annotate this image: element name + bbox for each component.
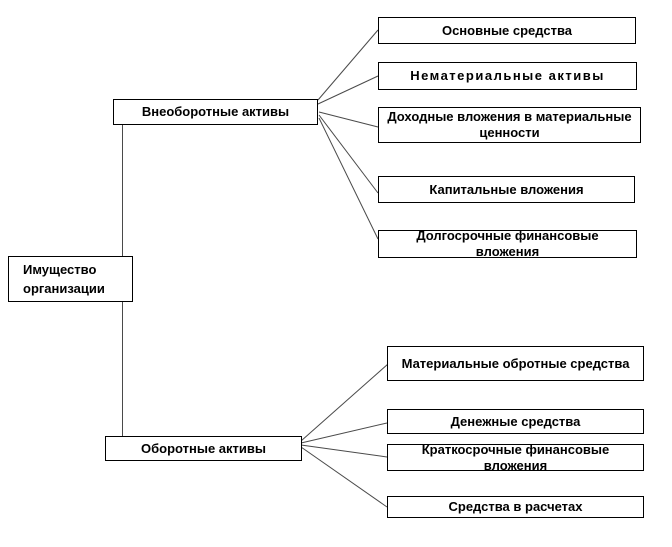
node-income-investments: Доходные вложения в материальные ценност… bbox=[378, 107, 641, 143]
connector-noncurrent-child-2 bbox=[317, 75, 379, 105]
connector-current-child-3 bbox=[300, 444, 388, 458]
connector-current-child-4 bbox=[300, 446, 388, 508]
connector-current-child-1 bbox=[300, 363, 389, 442]
node-longterm-financial-investments: Долгосрочные финансовые вложения bbox=[378, 228, 637, 259]
node-cash-assets: Денежные средства bbox=[387, 409, 644, 434]
connector-current-child-2 bbox=[300, 422, 388, 444]
connector-noncurrent-child-1 bbox=[317, 29, 379, 101]
node-fixed-assets: Основные средства bbox=[378, 17, 636, 44]
node-intangible-assets: Нематериальные активы bbox=[378, 62, 637, 90]
node-current-assets: Оборотные активы bbox=[105, 436, 302, 461]
node-root-property: Имущество организации bbox=[8, 256, 133, 302]
connector-noncurrent-child-5 bbox=[318, 117, 379, 240]
node-shortterm-financial-investments: Краткосрочные финансовые вложения bbox=[387, 442, 644, 473]
node-capital-investments: Капитальные вложения bbox=[378, 176, 635, 203]
connector-noncurrent-child-3 bbox=[318, 111, 379, 128]
node-material-current-assets: Материальные обротные средства bbox=[387, 346, 644, 381]
node-noncurrent-assets: Внеоборотные активы bbox=[113, 99, 318, 125]
connector-noncurrent-child-4 bbox=[318, 114, 379, 194]
node-settlements-assets: Средства в расчетах bbox=[387, 496, 644, 518]
